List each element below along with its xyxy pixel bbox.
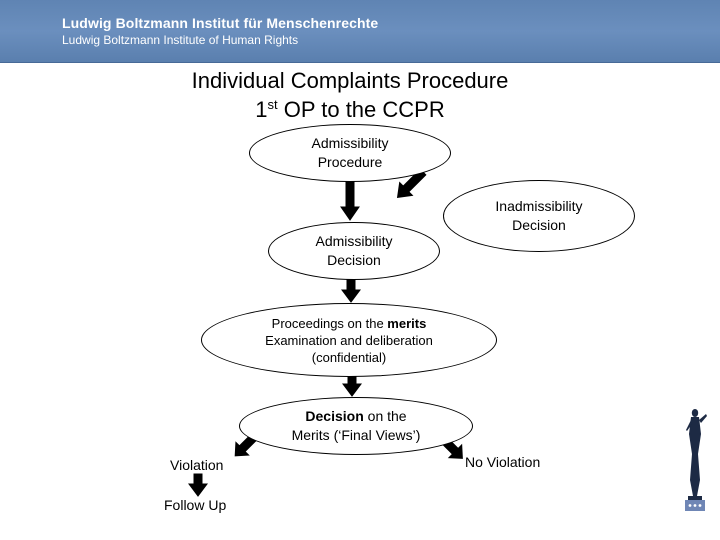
node-admissibility-procedure: Admissibility Procedure: [249, 124, 451, 182]
node-inadmissibility-decision: Inadmissibility Decision: [443, 180, 635, 252]
slide-title: Individual Complaints Procedure 1st OP t…: [100, 66, 600, 124]
title-ordinal-suffix: st: [267, 97, 278, 112]
institute-header-banner: Ludwig Boltzmann Institut für Menschenre…: [0, 0, 720, 63]
merits-line-1: Proceedings on the merits: [265, 315, 433, 332]
justitia-statue-icon: [685, 409, 707, 511]
node-no-violation: No Violation: [465, 454, 541, 470]
title-line-2: 1st OP to the CCPR: [100, 95, 600, 124]
merits-line-3: (confidential): [311, 349, 387, 365]
title-line-2-text: OP to the CCPR: [277, 97, 445, 122]
arrow-violation-to-follow-up: [188, 473, 208, 497]
node-follow-up: Follow Up: [164, 497, 227, 513]
merits-keyword: merits: [387, 315, 427, 331]
title-line-1: Individual Complaints Procedure: [191, 68, 509, 93]
arrow-admissibility-to-merits: [341, 279, 361, 303]
institute-name-english: Ludwig Boltzmann Institute of Human Righ…: [62, 33, 299, 47]
node-admissibility-procedure-label: Admissibility Procedure: [311, 135, 389, 170]
node-decision-on-merits: Decision on the Merits (‘Final Views’): [239, 397, 473, 455]
merits-line-2: Examination and deliberation: [265, 332, 433, 348]
decision-line-2: Merits (‘Final Views’): [291, 427, 421, 443]
decision-rest: on the: [363, 408, 407, 424]
node-violation: Violation: [170, 457, 224, 473]
decision-line-1: Decision on the: [292, 407, 421, 426]
node-proceedings-on-merits: Proceedings on the merits Examination an…: [201, 303, 497, 377]
node-inadmissibility-decision-label: Inadmissibility Decision: [495, 198, 583, 233]
arrow-procedure-to-admissibility: [340, 181, 360, 221]
institute-name-german: Ludwig Boltzmann Institut für Menschenre…: [62, 15, 379, 31]
merits-prefix: Proceedings on the: [271, 315, 388, 331]
node-admissibility-decision: Admissibility Decision: [268, 222, 440, 280]
decision-keyword: Decision: [305, 408, 364, 424]
node-admissibility-decision-label: Admissibility Decision: [315, 233, 393, 268]
title-ordinal-number: 1: [255, 97, 268, 122]
arrow-procedure-to-inadmissibility: [396, 168, 427, 199]
